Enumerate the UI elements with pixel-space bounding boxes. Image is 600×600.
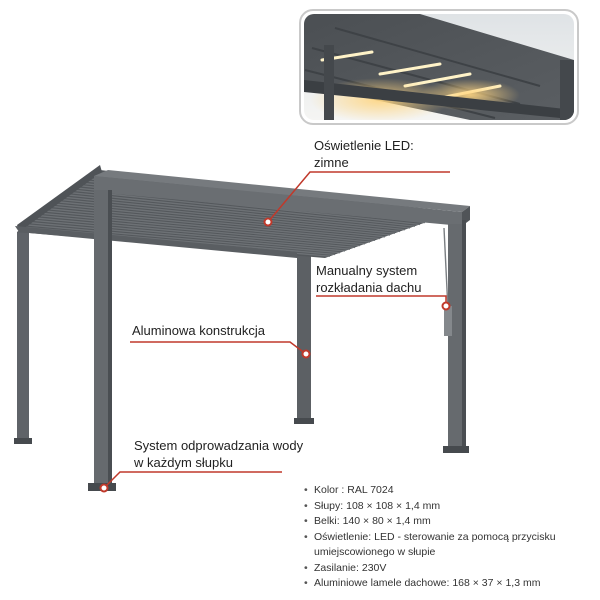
roof-louver — [31, 222, 346, 252]
roof-louver — [68, 194, 406, 231]
roof-louver — [71, 192, 411, 229]
callout-drainage-line1: System odprowadzania wody — [134, 438, 304, 453]
callout-dot-manual — [441, 301, 451, 311]
roof-louver — [75, 189, 416, 227]
callout-dot-aluminium — [301, 349, 311, 359]
callout-line-led — [267, 171, 450, 223]
callout-drainage: System odprowadzania wody w każdym słupk… — [134, 437, 303, 471]
spec-item: Kolor : RAL 7024 — [304, 483, 594, 499]
roof-louver — [62, 198, 396, 234]
callout-led-line2: zimne — [314, 155, 349, 170]
callout-manual-line2: rozkładania dachu — [316, 280, 422, 295]
callout-line-aluminium — [130, 341, 307, 355]
callout-drainage-line2: w każdym słupku — [134, 455, 233, 470]
spec-list: Kolor : RAL 7024 Słupy: 108 × 108 × 1,4 … — [304, 483, 594, 592]
spec-item: Belki: 140 × 80 × 1,4 mm — [304, 514, 594, 530]
spec-item: Zasilanie: 230V — [304, 561, 594, 577]
roof-louver — [37, 217, 356, 249]
spec-item: Słupy: 108 × 108 × 1,4 mm — [304, 499, 594, 515]
callout-line-drainage — [103, 471, 282, 489]
roof-louver — [28, 224, 341, 254]
spec-item: Oświetlenie: LED - sterowanie za pomocą … — [304, 530, 594, 561]
callout-manual-line1: Manualny system — [316, 263, 418, 278]
roof-louver — [65, 196, 401, 233]
spec-item: Aluminiowe lamele dachowe: 168 × 37 × 1,… — [304, 576, 594, 592]
callout-led-line1: Oświetlenie LED: — [314, 138, 414, 153]
callout-dot-led — [263, 217, 273, 227]
callout-aluminium: Aluminowa konstrukcja — [132, 322, 265, 339]
callout-led: Oświetlenie LED: zimne — [314, 137, 414, 171]
callout-aluminium-line1: Aluminowa konstrukcja — [132, 323, 265, 338]
roof-louver — [34, 219, 351, 250]
pergola-illustration — [14, 165, 470, 491]
callout-line-manual — [316, 295, 447, 306]
roof-louver — [59, 201, 391, 236]
callout-manual: Manualny system rozkładania dachu — [316, 262, 422, 296]
callout-dot-drainage — [99, 483, 109, 493]
led-lighting-photo — [299, 9, 579, 125]
